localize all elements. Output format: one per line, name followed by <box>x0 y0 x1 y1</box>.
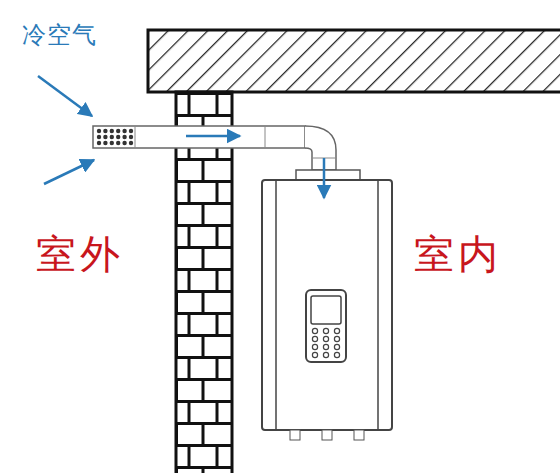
intake-hole <box>129 135 133 139</box>
intake-hole <box>116 141 120 145</box>
intake-hole <box>103 129 107 133</box>
control-button <box>334 336 339 341</box>
intake-hole <box>122 141 126 145</box>
intake-hole <box>116 135 120 139</box>
region-label: 室内 <box>414 232 502 276</box>
intake-holes <box>97 129 133 145</box>
control-button <box>312 344 317 349</box>
control-button <box>323 328 328 333</box>
intake-hole <box>103 141 107 145</box>
intake-hole <box>116 129 120 133</box>
airflow-label: 冷空气 <box>22 22 97 48</box>
intake-hole <box>122 135 126 139</box>
control-button <box>312 336 317 341</box>
intake-hole <box>122 129 126 133</box>
airflow-arrows <box>38 76 324 198</box>
control-button <box>323 352 328 357</box>
control-button <box>312 352 317 357</box>
control-button <box>334 352 339 357</box>
brick-wall <box>176 92 232 473</box>
control-button <box>334 328 339 333</box>
intake-hole <box>129 129 133 133</box>
air-pipe <box>93 126 336 170</box>
region-label: 室外 <box>36 232 124 276</box>
intake-hole <box>110 129 114 133</box>
intake-hole <box>97 129 101 133</box>
intake-hole <box>97 141 101 145</box>
water-heater <box>262 170 392 440</box>
control-button <box>312 328 317 333</box>
intake-hole <box>103 135 107 139</box>
ceiling <box>148 30 560 92</box>
intake-hole <box>129 141 133 145</box>
intake-hole <box>110 135 114 139</box>
control-buttons <box>312 328 339 357</box>
control-button <box>323 336 328 341</box>
control-button <box>323 344 328 349</box>
intake-hole <box>110 141 114 145</box>
control-button <box>334 344 339 349</box>
intake-hole <box>97 135 101 139</box>
